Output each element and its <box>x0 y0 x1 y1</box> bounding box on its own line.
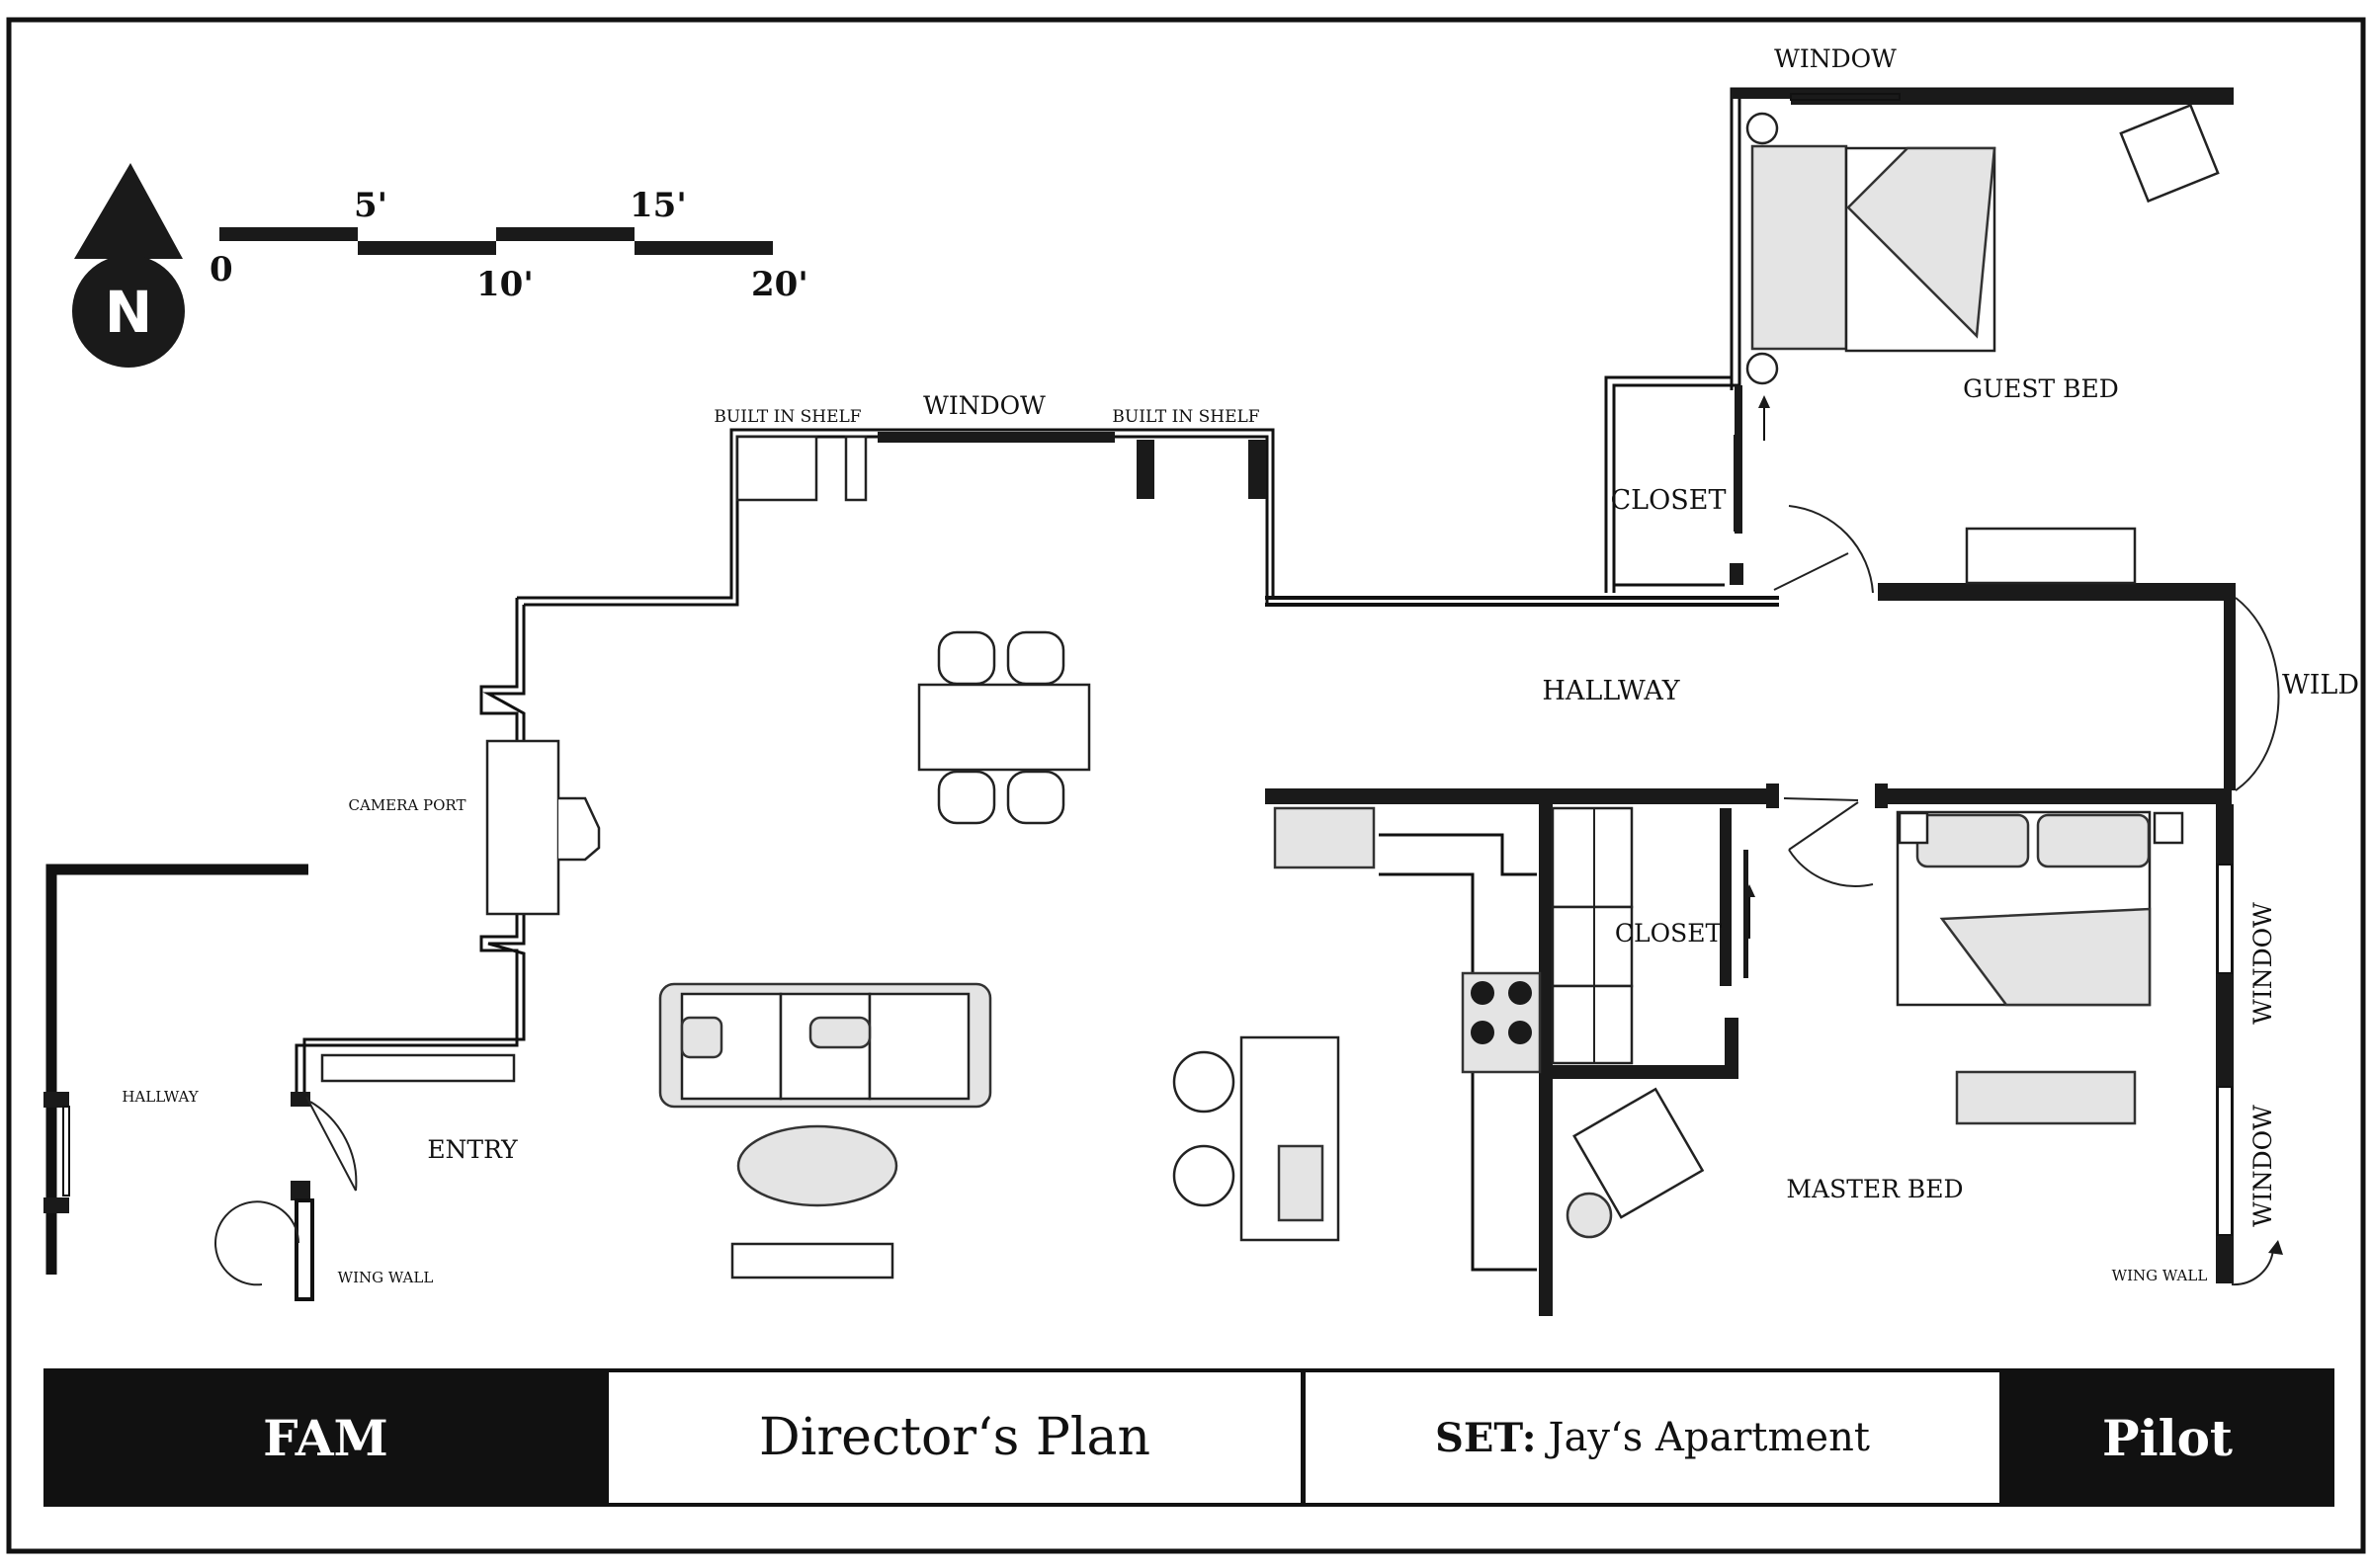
guest-chair <box>2119 103 2220 204</box>
label-wing-wall-left: WING WALL <box>338 1269 434 1286</box>
guest-bed <box>1750 144 1996 353</box>
master-window-2 <box>2217 1086 2233 1236</box>
set-name: Jay‘s Apartment <box>1548 1415 1870 1460</box>
built-in-shelf-right <box>1137 440 1154 499</box>
label-wild: WILD <box>2282 670 2359 701</box>
dining-chair <box>937 630 996 686</box>
sofa <box>658 982 992 1109</box>
built-in-shelf-left <box>735 435 818 502</box>
scale-tick-20: 20' <box>751 265 808 304</box>
label-closet-guest: CLOSET <box>1611 485 1727 516</box>
living-west-wall <box>295 598 519 1092</box>
side-table <box>1566 1192 1613 1239</box>
episode: Pilot <box>1999 1372 2330 1503</box>
wing-wall-right-swing[interactable] <box>2231 1249 2274 1286</box>
plan-title: Director‘s Plan <box>604 1372 1301 1503</box>
label-closet-master: CLOSET <box>1615 919 1723 948</box>
living-north-wall <box>517 428 1606 600</box>
camera-port <box>485 739 560 916</box>
guest-dresser <box>1965 527 2137 585</box>
dining-table <box>917 683 1091 772</box>
side-hallway-wall <box>45 864 308 1275</box>
scale-tick-5: 5' <box>354 186 387 225</box>
guest-door[interactable] <box>1773 552 1849 591</box>
master-closet-wall <box>1720 808 1732 986</box>
scale-tick-15: 15' <box>630 186 687 225</box>
title-block: FAM Director‘s Plan SET: Jay‘s Apartment… <box>43 1368 2334 1507</box>
kitchen-hood <box>1273 806 1376 869</box>
hallway-north-wall <box>1878 583 2232 601</box>
entry-door[interactable] <box>305 1096 357 1192</box>
hallway-south-wall <box>1265 788 1779 804</box>
label-window-living: WINDOW <box>923 391 1046 420</box>
label-window-top: WINDOW <box>1774 44 1897 73</box>
label-built-in-shelf-left: BUILT IN SHELF <box>714 407 861 427</box>
kitchen-counter <box>1379 833 1537 876</box>
scale-tick-0: 0 <box>210 250 233 289</box>
label-hallway: HALLWAY <box>1542 676 1680 706</box>
north-arrow-icon: N <box>72 163 185 368</box>
entry-bench <box>320 1053 516 1083</box>
master-window-1 <box>2217 864 2233 974</box>
master-rug <box>1955 1070 2137 1125</box>
coffee-bench <box>730 1242 894 1279</box>
label-hallway-side: HALLWAY <box>122 1088 199 1106</box>
label-built-in-shelf-right: BUILT IN SHELF <box>1112 407 1259 427</box>
page-frame <box>6 17 2366 1554</box>
north-letter: N <box>105 279 153 346</box>
wild-wall <box>2224 583 2236 790</box>
bar-stool <box>1172 1050 1235 1114</box>
sink-icon <box>1277 1144 1324 1222</box>
label-guest-bed: GUEST BED <box>1963 374 2119 403</box>
scale-bar: 5' 15' 0 10' 20' <box>210 186 808 304</box>
set-label: SET: <box>1435 1414 1537 1461</box>
master-door[interactable] <box>1788 801 1859 851</box>
label-window-master-1: WINDOW <box>2248 902 2277 1025</box>
scale-tick-10: 10' <box>476 265 534 304</box>
set-info: SET: Jay‘s Apartment <box>1301 1372 1999 1503</box>
label-window-master-2: WINDOW <box>2248 1105 2277 1227</box>
guest-window <box>1790 93 1901 101</box>
wild-wall-swing[interactable] <box>2235 597 2280 791</box>
label-camera-port: CAMERA PORT <box>349 796 466 814</box>
master-bed <box>1896 810 2152 1007</box>
label-wing-wall-right: WING WALL <box>2112 1267 2208 1284</box>
master-chair <box>1572 1087 1705 1219</box>
fireplace-icon <box>558 796 601 862</box>
stove-icon <box>1461 971 1542 1074</box>
wing-wall-left-swing[interactable] <box>214 1200 299 1286</box>
show-name: FAM <box>47 1372 604 1503</box>
living-window <box>878 432 1115 443</box>
label-entry: ENTRY <box>427 1135 518 1164</box>
kitchen-divider-wall <box>1539 802 1553 1316</box>
rug <box>736 1124 898 1207</box>
label-master-bed: MASTER BED <box>1786 1175 1963 1203</box>
